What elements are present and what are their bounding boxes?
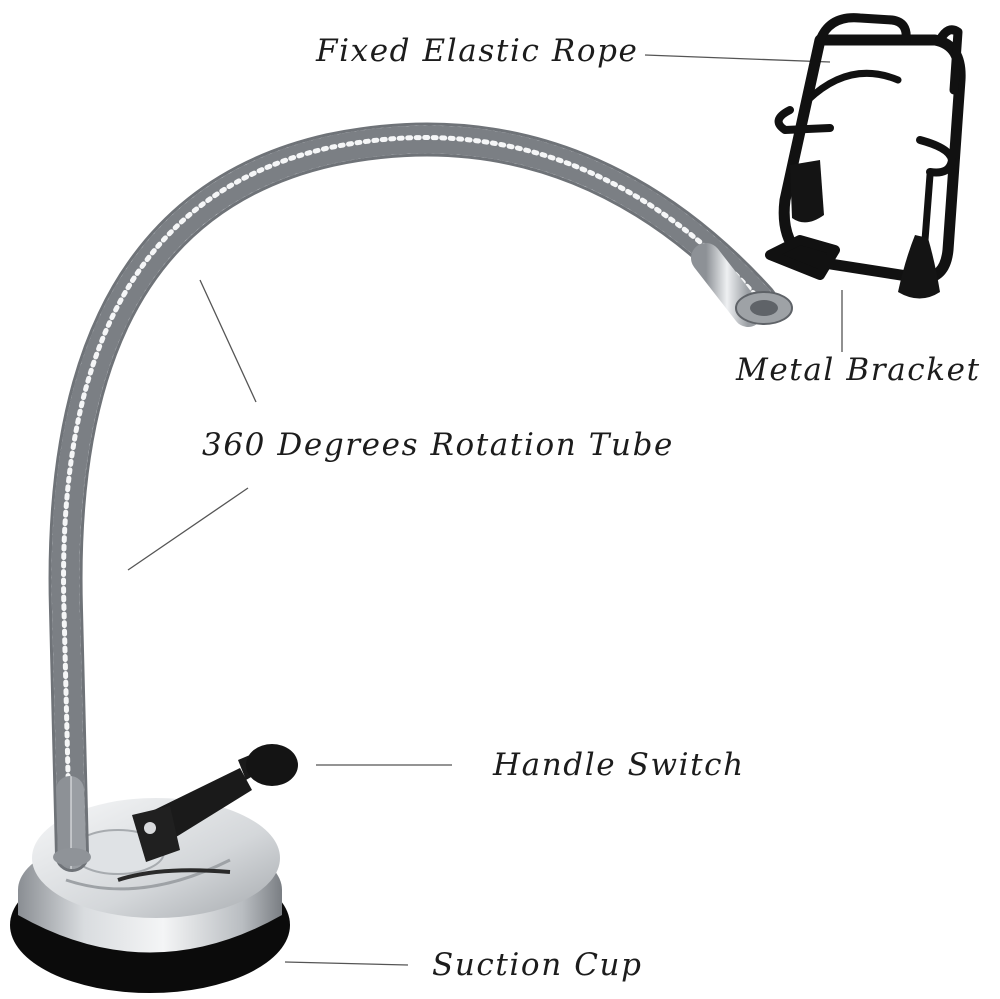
- rotation-tube: [48, 122, 777, 872]
- label-metal-bracket: Metal Bracket: [736, 352, 981, 388]
- label-rotation-tube: 360 Degrees Rotation Tube: [202, 427, 674, 463]
- handle-switch-lever: [117, 744, 298, 882]
- leader-line-rotation-tube-lower: [127, 487, 249, 571]
- leader-line-rotation-tube-upper: [199, 279, 257, 403]
- leader-lines: [127, 54, 843, 966]
- label-fixed-elastic-rope: Fixed Elastic Rope: [316, 33, 639, 69]
- tube-end-joint: [691, 243, 793, 327]
- metal-bracket: [765, 13, 966, 284]
- label-suction-cup: Suction Cup: [432, 947, 643, 983]
- leader-line-suction-cup: [284, 961, 409, 966]
- leader-line-elastic-rope: [644, 54, 831, 63]
- elastic-rope: [790, 69, 940, 299]
- label-handle-switch: Handle Switch: [493, 747, 745, 783]
